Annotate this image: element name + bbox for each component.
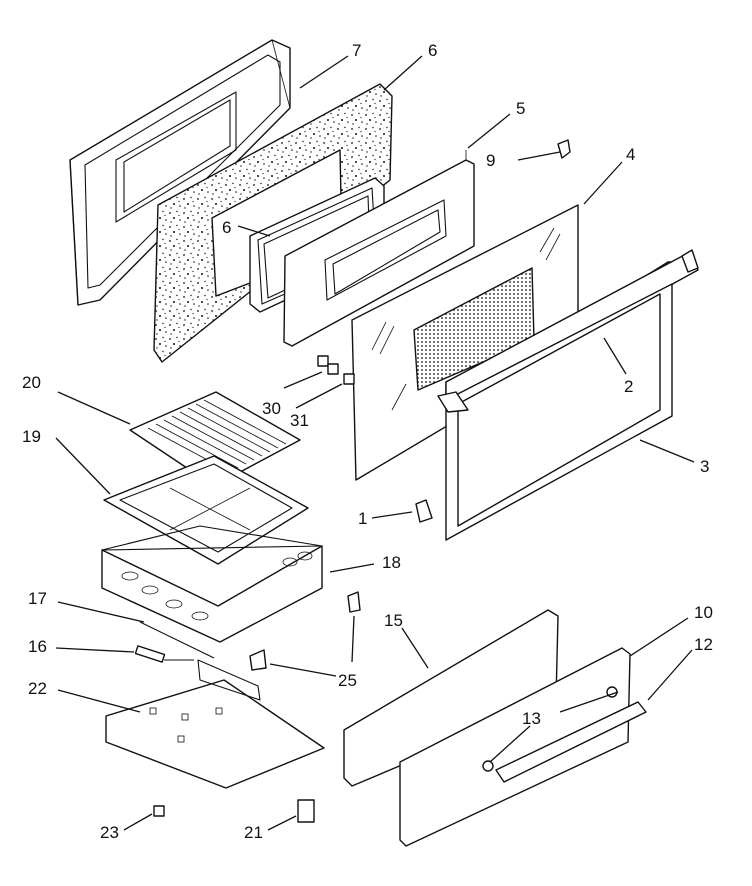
leader-lines — [55, 55, 695, 831]
hinge-plate-part — [297, 799, 315, 823]
leveling-leg-part — [153, 805, 165, 817]
callout-31: 31 — [290, 411, 309, 430]
callout-14: 13 — [522, 709, 541, 728]
rod-part — [139, 621, 215, 659]
callout-18: 18 — [382, 553, 401, 572]
callout-23: 23 — [100, 823, 119, 842]
callout-10: 9 — [486, 151, 495, 170]
bracket-clip-part — [249, 591, 361, 671]
bottom-plate-part — [105, 659, 325, 789]
callout-4: 4 — [626, 145, 635, 164]
callout-12: 10 — [694, 603, 713, 622]
callout-25: 25 — [338, 671, 357, 690]
callout-2: 2 — [624, 377, 633, 396]
callout-21: 21 — [244, 823, 263, 842]
broiler-drawer-part — [101, 525, 323, 643]
callout-15: 15 — [384, 611, 403, 630]
clip-part-30 — [317, 355, 339, 375]
callout-30: 30 — [262, 399, 281, 418]
callout-6-real: 6 — [222, 218, 231, 237]
callout-16: 16 — [28, 637, 47, 656]
callout-22: 22 — [28, 679, 47, 698]
hinge-clip-part — [415, 499, 433, 523]
callouts: 7 6 5 9 4 5 6 6 2 3 1 20 19 30 31 18 17 … — [22, 41, 713, 842]
callout-19: 19 — [22, 427, 41, 446]
door-frame-part — [437, 249, 699, 541]
drawer-front-part — [399, 647, 631, 847]
callout-20: 20 — [22, 373, 41, 392]
broiler-pan-part — [103, 455, 309, 565]
bracket-part — [557, 139, 571, 159]
callout-3: 3 — [700, 457, 709, 476]
drawer-handle-part — [495, 701, 647, 783]
door-panel-part — [283, 150, 475, 347]
inner-door-frame-part — [69, 39, 291, 306]
callout-9: 7 — [352, 41, 361, 60]
callout-13: 12 — [694, 635, 713, 654]
callout-17: 17 — [28, 589, 47, 608]
callout-7: 6 — [428, 41, 437, 60]
clip-part-31 — [343, 373, 355, 385]
spring-part — [134, 645, 194, 663]
callout-1: 1 — [358, 509, 367, 528]
callout-5: 5 — [516, 99, 525, 118]
